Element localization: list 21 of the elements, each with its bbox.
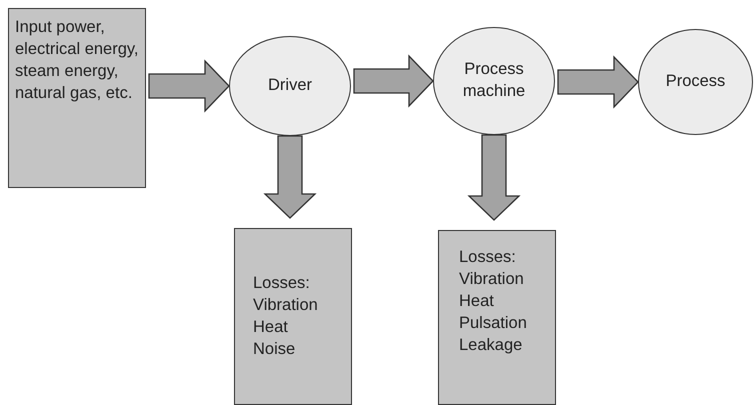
losses-box: [234, 228, 352, 405]
losses-box: [438, 230, 556, 405]
node-text: Heat: [253, 316, 289, 338]
node-label: Process machine: [462, 59, 526, 102]
node-text: Losses:: [253, 273, 311, 294]
node-text: Vibration: [459, 268, 525, 290]
node-label: Driver: [268, 75, 312, 96]
block-arrow: [467, 134, 521, 221]
node-text: Pulsation: [459, 312, 528, 334]
node-text: Vibration: [253, 294, 319, 316]
block-arrow: [557, 55, 639, 109]
node-label: Process: [666, 71, 726, 92]
node-text: Heat: [459, 290, 495, 312]
node-text: Noise: [253, 338, 296, 360]
source-box: [8, 8, 146, 188]
block-arrow: [148, 59, 230, 113]
node-text: Input power, electrical energy, steam energy, natural gas, etc.: [15, 17, 140, 104]
block-arrow: [263, 135, 317, 219]
block-arrow: [353, 54, 434, 108]
node-text: Leakage: [459, 334, 524, 356]
node-text: Losses:: [459, 247, 517, 268]
